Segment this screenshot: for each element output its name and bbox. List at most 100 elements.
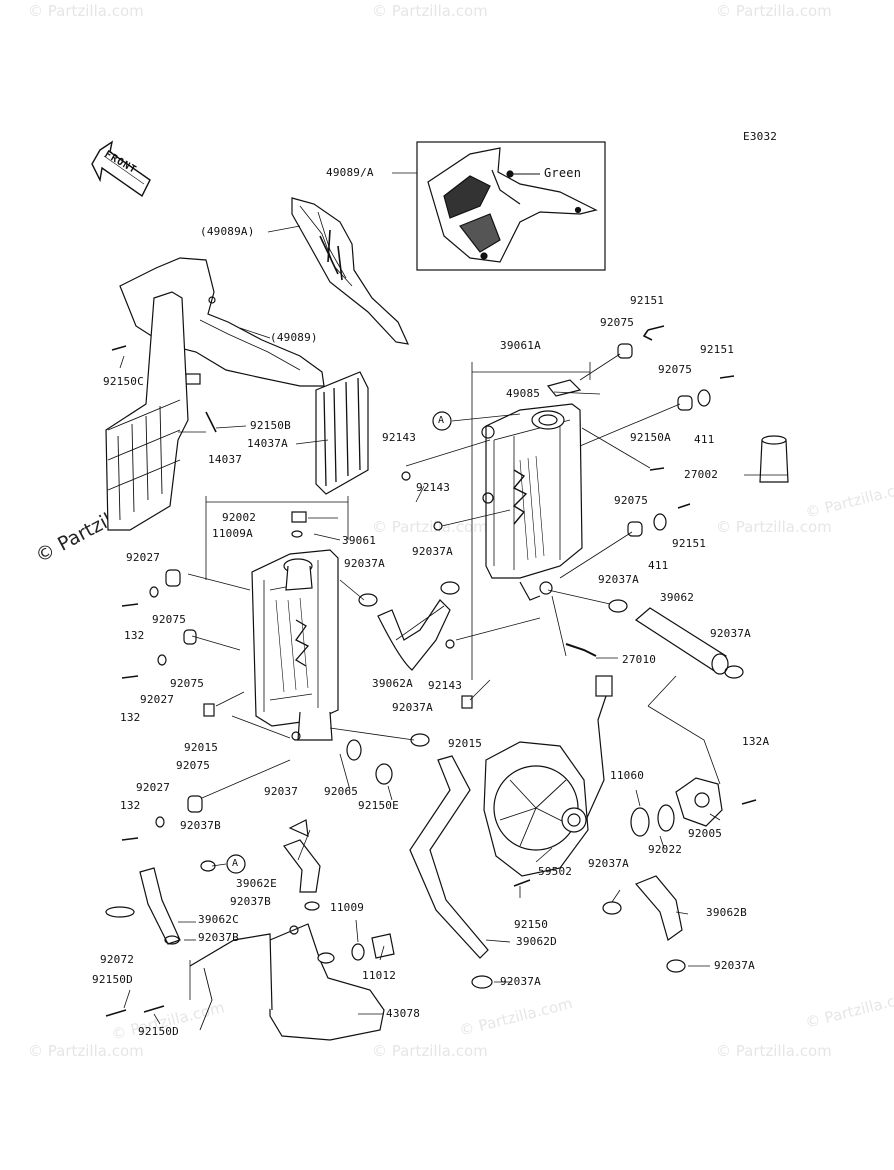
part-label[interactable]: 92002 [222,511,257,524]
part-label[interactable]: 92151 [630,294,665,307]
watermark: © Partzilla.com [372,518,488,536]
part-label[interactable]: 92037A [344,557,385,570]
watermark: © Partzilla.com [716,518,832,536]
part-label[interactable]: 39061A [500,339,541,352]
part-label[interactable]: 27010 [622,653,657,666]
part-label[interactable]: 92027 [126,551,161,564]
hose-39062b-icon [634,875,683,941]
part-label[interactable]: 92151 [700,343,735,356]
leader-lines [119,172,788,1025]
part-label[interactable]: 92150C [103,375,144,388]
part-label[interactable]: 14037 [208,453,243,466]
watermark: © Partzilla.com [716,1042,832,1060]
part-label[interactable]: (49089A) [200,225,255,238]
part-label[interactable]: 92037A [710,627,751,640]
part-label[interactable]: 92037A [412,545,453,558]
part-label[interactable]: 411 [694,433,715,446]
part-label[interactable]: 92143 [428,679,463,692]
part-label[interactable]: 92075 [658,363,693,376]
part-label[interactable]: 59502 [538,865,573,878]
part-label[interactable]: 92072 [100,953,135,966]
right-shroud-icon [291,197,410,345]
part-label[interactable]: 92150E [358,799,399,812]
part-label[interactable]: 92037B [180,819,221,832]
part-label[interactable]: 39062B [706,906,747,919]
part-label[interactable]: 132 [120,799,141,812]
part-label[interactable]: 92015 [184,741,219,754]
part-label[interactable]: 92150D [92,973,133,986]
part-label[interactable]: 92027 [140,693,175,706]
part-label[interactable]: 39062 [660,591,695,604]
part-label[interactable]: 92150 [514,918,549,931]
part-label[interactable]: 39062C [198,913,239,926]
part-label[interactable]: 39062A [372,677,413,690]
part-label[interactable]: 43078 [386,1007,421,1020]
part-label[interactable]: 92037B [230,895,271,908]
radiator-guard-left-icon [105,291,189,531]
part-label[interactable]: 92075 [170,677,205,690]
cooling-fan-icon [483,675,613,877]
part-label[interactable]: 92075 [600,316,635,329]
part-label[interactable]: 92037 [264,785,299,798]
callout-a-label: A [232,858,239,869]
part-label[interactable]: 92075 [176,759,211,772]
part-label[interactable]: 11009 [330,901,365,914]
watermark: © Partzilla.com [28,2,144,20]
part-label[interactable]: 132A [742,735,770,748]
part-label[interactable]: 92037A [714,959,755,972]
part-label[interactable]: 411 [648,559,669,572]
o-ring-icons [346,739,675,961]
part-label[interactable]: 11009A [212,527,253,540]
water-pump-cover-icon [675,777,723,827]
left-shroud-icon [119,257,325,387]
part-label[interactable]: 11060 [610,769,645,782]
reservoir-tank-icon [189,923,385,1041]
hose-39062-icon [635,607,729,675]
part-label[interactable]: 92027 [136,781,171,794]
part-label[interactable]: 92005 [688,827,723,840]
part-label[interactable]: 92037A [598,573,639,586]
callout-a-circles [226,411,452,874]
part-label[interactable]: 92151 [672,537,707,550]
part-label[interactable]: 92143 [416,481,451,494]
part-label[interactable]: 92150B [250,419,291,432]
part-label[interactable]: 27002 [684,468,719,481]
part-label[interactable]: 92037A [500,975,541,988]
part-label[interactable]: 92022 [648,843,683,856]
inset-color-note: Green [544,166,582,180]
part-label[interactable]: 92143 [382,431,417,444]
part-label[interactable]: 92037B [198,931,239,944]
part-label[interactable]: 39062D [516,935,557,948]
hose-39062e-icon [283,839,321,893]
part-label[interactable]: 92075 [152,613,187,626]
part-label[interactable]: 92037A [588,857,629,870]
part-label[interactable]: 92015 [448,737,483,750]
radiator-guard-right-icon [315,371,369,495]
part-label[interactable]: 92150A [630,431,671,444]
part-label[interactable]: 49089/A [326,166,374,179]
watermark: © Partzilla.com [372,1042,488,1060]
part-label[interactable]: 132 [124,629,145,642]
part-label[interactable]: (49089) [270,331,318,344]
watermark: © Partzilla.com [716,2,832,20]
part-label[interactable]: 49085 [506,387,541,400]
watermark: © Partzilla.com [372,2,488,20]
watermark: © Partzilla.com [28,1042,144,1060]
front-arrow-icon [91,140,151,198]
hose-39062c-icon [139,867,181,945]
part-label[interactable]: 92150D [138,1025,179,1038]
part-label[interactable]: 39061 [342,534,377,547]
inset-box [416,141,606,271]
part-label[interactable]: 92065 [324,785,359,798]
part-label[interactable]: 39062E [236,877,277,890]
part-label[interactable]: 14037A [247,437,288,450]
part-label[interactable]: 92075 [614,494,649,507]
part-label[interactable]: 11012 [362,969,397,982]
part-label[interactable]: 132 [120,711,141,724]
left-radiator-icon [251,549,339,741]
part-label[interactable]: 92037A [392,701,433,714]
shroud-decal-icon [427,147,598,263]
hose-39062d-icon [409,755,489,959]
